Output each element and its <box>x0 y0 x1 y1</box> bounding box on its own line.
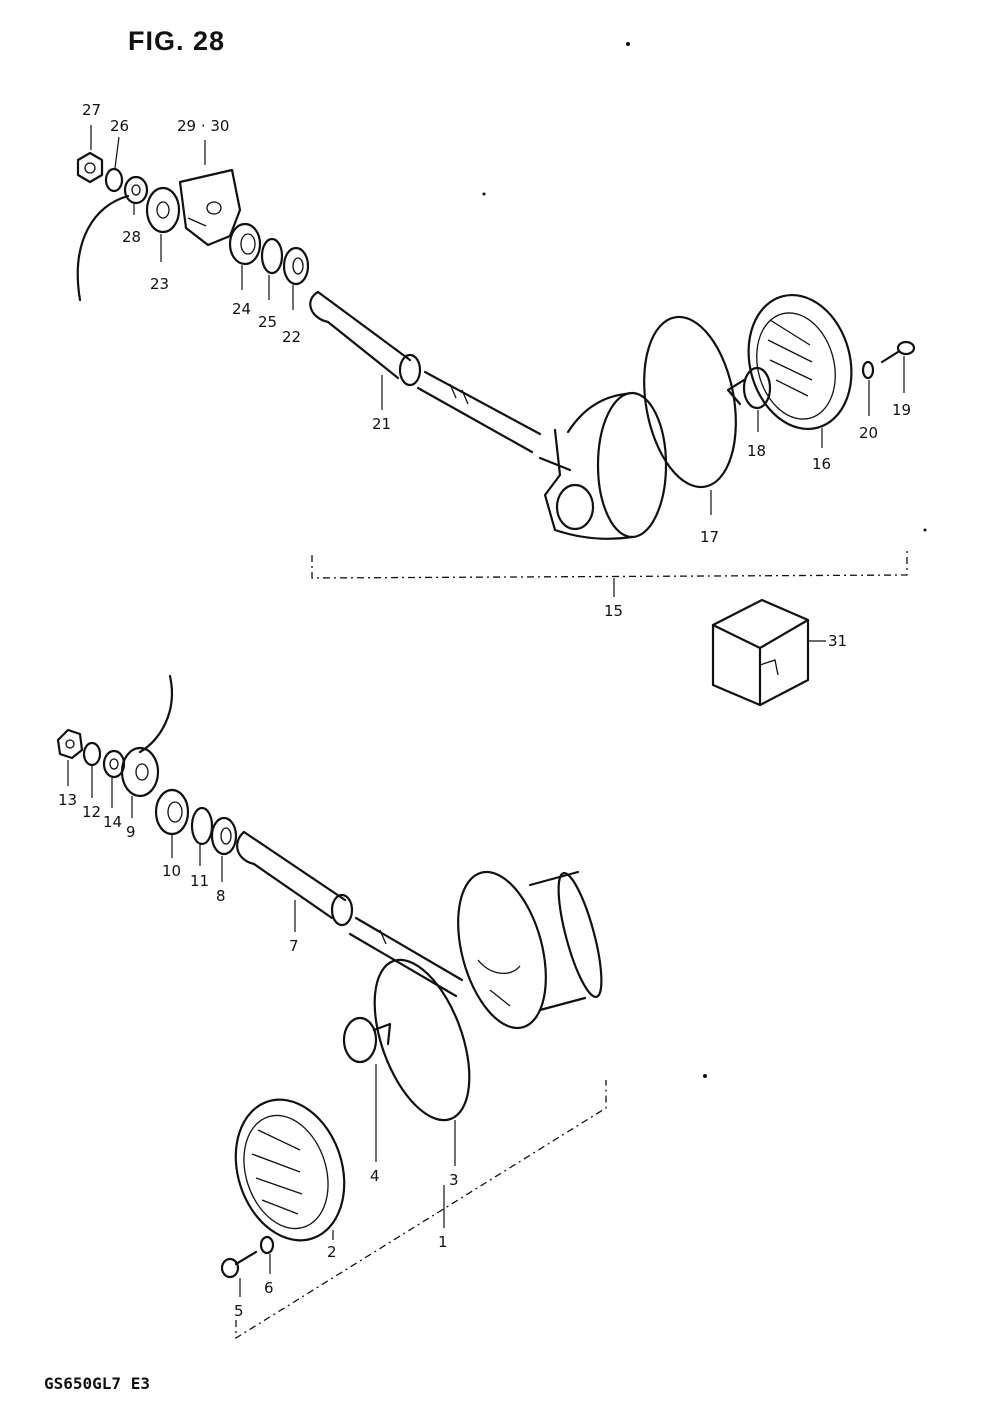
callout-4: 4 <box>370 1167 380 1185</box>
callout-2: 2 <box>327 1243 337 1261</box>
callout-3: 3 <box>449 1171 459 1189</box>
callout-25: 25 <box>258 313 278 331</box>
part-17-gasket <box>643 315 737 489</box>
callout-24: 24 <box>232 300 252 318</box>
lower-lead-wire <box>138 674 173 754</box>
callout-13: 13 <box>58 791 78 809</box>
callout-26: 26 <box>110 117 130 135</box>
part-11-washer <box>190 806 214 846</box>
part-2-lens <box>234 1098 346 1242</box>
part-28-terminal <box>123 175 149 205</box>
upper-lamp-housing <box>538 391 668 540</box>
lower-turn-signal-assembly <box>56 674 607 1340</box>
part-21-stem <box>309 290 542 454</box>
callout-20: 20 <box>859 424 879 442</box>
callout-6: 6 <box>264 1279 274 1297</box>
callout-31: 31 <box>828 632 848 650</box>
callout-17: 17 <box>700 528 720 546</box>
callout-7: 7 <box>289 937 299 955</box>
part-10-washer <box>154 788 190 836</box>
callout-12: 12 <box>82 803 102 821</box>
part-12-washer <box>82 741 102 767</box>
callout-10: 10 <box>162 862 182 880</box>
callout-29-30: 29 · 30 <box>177 117 230 135</box>
figure-title: FIG. 28 <box>128 26 226 56</box>
part-31-relay <box>711 598 810 707</box>
callout-23: 23 <box>150 275 170 293</box>
callout-18: 18 <box>747 442 767 460</box>
callout-9: 9 <box>126 823 136 841</box>
part-22-washer <box>282 246 310 286</box>
callout-14: 14 <box>103 813 123 831</box>
part-4-bulb <box>342 1016 392 1064</box>
scan-speck <box>482 192 486 196</box>
upper-lead-wire <box>76 194 130 302</box>
callout-28: 28 <box>122 228 142 246</box>
model-code: GS650GL7 E3 <box>44 1374 150 1393</box>
part-26-washer <box>104 167 124 193</box>
part-27-nut <box>76 151 104 184</box>
callout-19: 19 <box>892 401 912 419</box>
part-5-screw <box>220 1250 258 1279</box>
part-20-washer <box>861 360 875 380</box>
callout-15: 15 <box>604 602 624 620</box>
callout-11: 11 <box>190 872 210 890</box>
part-6-washer <box>259 1235 275 1255</box>
callout-21: 21 <box>372 415 392 433</box>
callout-22: 22 <box>282 328 302 346</box>
part-23-spacer <box>145 186 181 234</box>
callout-5: 5 <box>234 1302 244 1320</box>
leader-lines <box>67 125 905 1297</box>
callout-16: 16 <box>812 455 832 473</box>
lower-lamp-housing <box>457 870 603 1030</box>
part-24-washer <box>228 222 262 266</box>
callout-8: 8 <box>216 887 226 905</box>
upper-turn-signal-assembly <box>76 151 916 579</box>
scan-speck <box>626 42 630 46</box>
scan-speck <box>703 1074 707 1078</box>
part-29-30-bracket <box>178 168 242 247</box>
part-9-spacer <box>120 746 160 798</box>
part-19-screw <box>880 340 916 364</box>
part-3-gasket <box>373 958 471 1122</box>
assembly-15-bracket <box>311 550 908 579</box>
part-8-washer <box>210 816 238 856</box>
callout-27: 27 <box>82 101 102 119</box>
scan-speck <box>923 528 927 532</box>
part-25-washer <box>260 237 284 275</box>
callout-1: 1 <box>438 1233 448 1251</box>
part-7-stem <box>236 830 464 998</box>
part-13-nut <box>56 728 84 760</box>
part-16-lens <box>747 293 853 431</box>
